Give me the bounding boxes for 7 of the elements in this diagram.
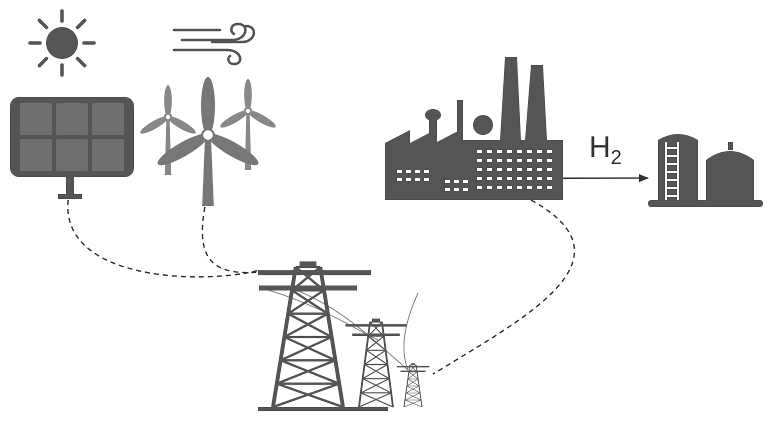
wind-turbines-drawing — [140, 75, 278, 207]
dashed-connector — [202, 206, 258, 274]
dashed-connector — [67, 200, 258, 278]
arrow — [563, 174, 649, 182]
dashed-connector — [432, 199, 574, 375]
factory-drawing — [385, 55, 563, 200]
solar-panel-drawing — [8, 95, 136, 200]
